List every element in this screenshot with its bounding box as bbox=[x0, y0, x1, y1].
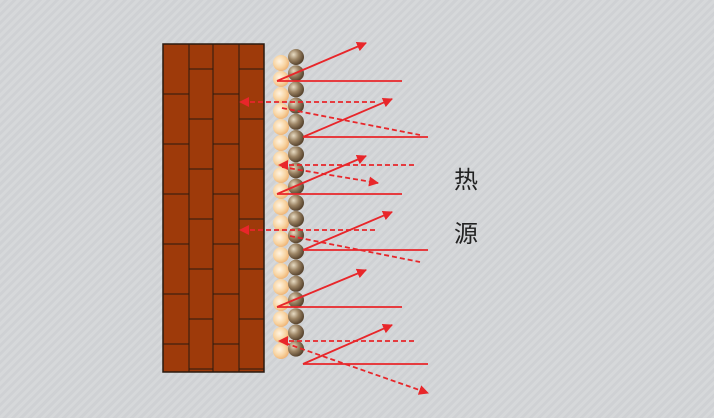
light-particle bbox=[273, 119, 289, 135]
dark-particle bbox=[288, 130, 304, 146]
dark-particle bbox=[288, 340, 304, 357]
light-particle bbox=[273, 279, 289, 295]
heat-label: 热 bbox=[454, 166, 478, 194]
heat-rays bbox=[239, 41, 429, 395]
light-particle bbox=[273, 55, 289, 71]
brick-wall bbox=[162, 43, 265, 373]
dark-particle bbox=[288, 81, 304, 98]
reflected-ray bbox=[276, 268, 367, 308]
dark-particle bbox=[288, 259, 304, 276]
reflected-ray bbox=[276, 41, 367, 82]
reflected-ray bbox=[302, 210, 393, 251]
scattered-ray bbox=[281, 166, 379, 187]
particle-layer bbox=[273, 49, 304, 359]
light-particle bbox=[273, 167, 289, 183]
scattered-ray bbox=[284, 342, 429, 395]
light-particle bbox=[273, 263, 289, 279]
dark-particle bbox=[288, 308, 304, 325]
reflected-ray bbox=[276, 154, 367, 195]
light-particle bbox=[273, 87, 289, 103]
dark-particle bbox=[288, 275, 304, 292]
light-particle bbox=[273, 135, 289, 151]
dark-particle bbox=[288, 227, 304, 244]
dark-particle bbox=[288, 243, 304, 260]
light-particle bbox=[273, 215, 289, 231]
scattered-ray bbox=[289, 235, 421, 263]
dark-particle bbox=[288, 49, 304, 65]
dark-particle bbox=[288, 211, 304, 227]
light-particle bbox=[273, 311, 289, 327]
dark-particle bbox=[288, 146, 304, 163]
light-particle bbox=[273, 343, 289, 359]
light-particle bbox=[273, 199, 289, 215]
light-particle bbox=[273, 247, 289, 263]
dark-particle bbox=[288, 194, 304, 211]
reflected-ray bbox=[302, 97, 393, 138]
light-particle bbox=[273, 103, 289, 119]
dark-particle bbox=[288, 324, 304, 341]
light-particle bbox=[273, 231, 289, 247]
dark-particle bbox=[288, 113, 304, 130]
light-particle bbox=[273, 183, 289, 199]
source-label: 源 bbox=[454, 220, 478, 248]
dark-particle bbox=[288, 162, 304, 179]
reflected-ray bbox=[302, 324, 393, 365]
